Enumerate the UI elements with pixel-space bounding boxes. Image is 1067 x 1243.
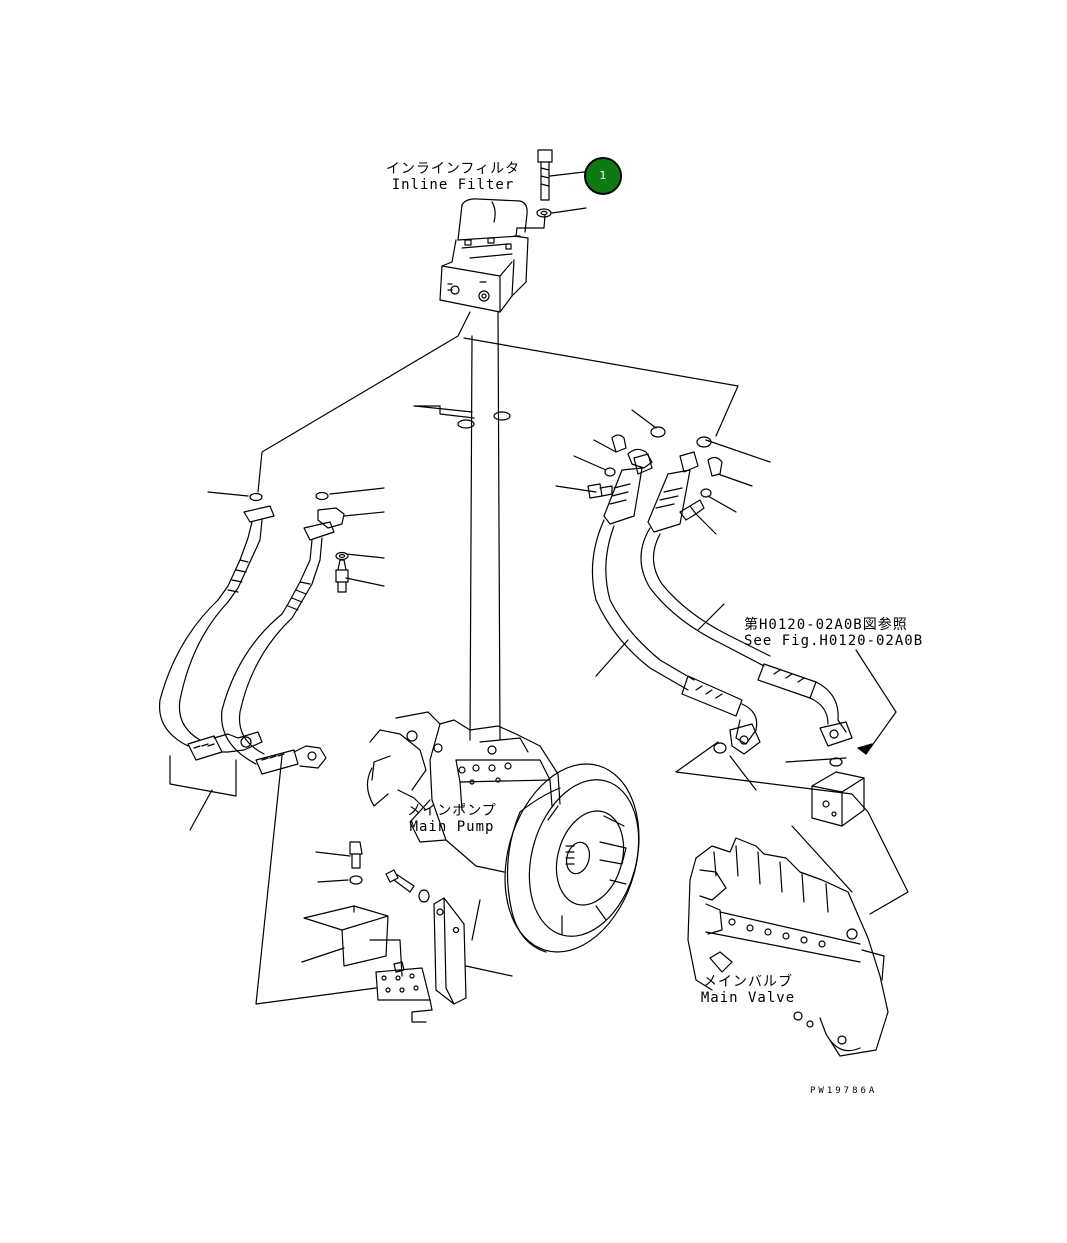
filter-mount-bolt: [536, 149, 587, 218]
drawing-code: PW19786A: [810, 1086, 878, 1096]
right-hose-assemblies: [591, 451, 853, 755]
figure-reference-label: 第H0120-02A0B図参照 See Fig.H0120-02A0B: [744, 617, 944, 649]
main-pump-label: メインポンプ Main Pump: [392, 803, 512, 835]
main-valve-label: メインバルブ Main Valve: [688, 974, 808, 1006]
reference-arrow: [857, 743, 873, 755]
figure-reference-en: See Fig.H0120-02A0B: [744, 633, 924, 649]
main-pump-label-jp: メインポンプ: [407, 803, 497, 819]
inline-filter-label: インラインフィルタ Inline Filter: [378, 161, 528, 193]
small-fittings: [249, 411, 843, 903]
main-valve-label-jp: メインバルブ: [703, 974, 793, 990]
reference-block: [811, 771, 865, 827]
inline-filter-label-en: Inline Filter: [391, 177, 515, 193]
leader-lines: [169, 311, 909, 1005]
left-hose-assemblies: [158, 505, 335, 775]
figure-reference-jp: 第H0120-02A0B図参照: [744, 617, 908, 633]
mounting-bracket: [303, 897, 467, 1023]
main-pump-part: [366, 711, 640, 953]
inline-filter-part: [439, 198, 546, 313]
main-valve-label-en: Main Valve: [700, 990, 796, 1006]
main-valve-part: [687, 837, 889, 1057]
main-pump-label-en: Main Pump: [409, 819, 495, 835]
part-callout-1[interactable]: 1: [584, 157, 622, 195]
inline-filter-label-jp: インラインフィルタ: [385, 161, 521, 177]
